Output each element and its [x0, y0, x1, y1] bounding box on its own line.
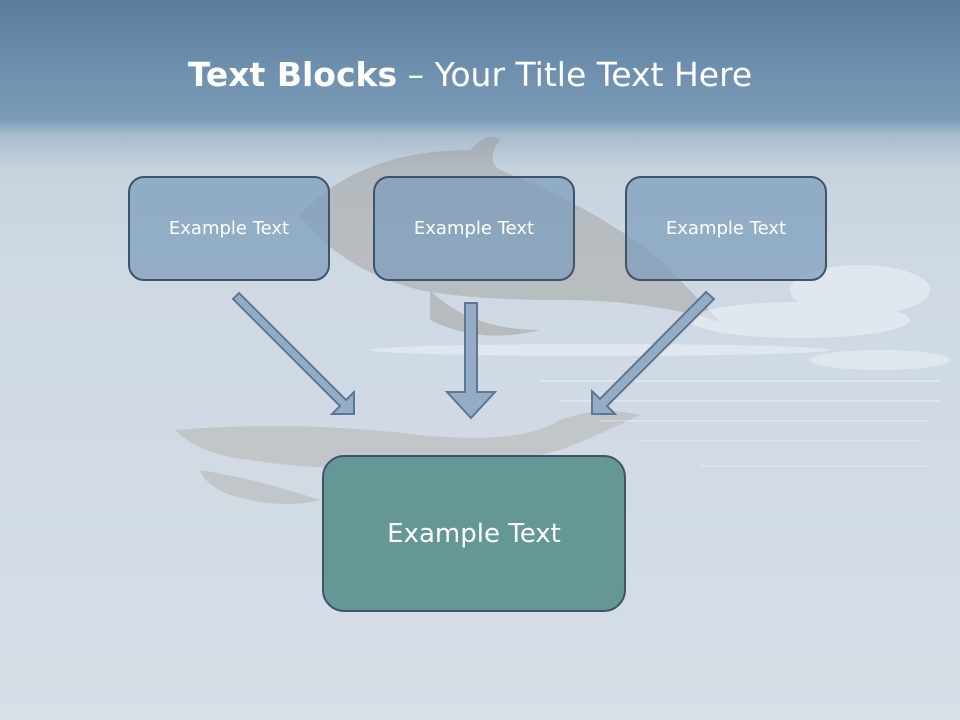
text-block-1[interactable]: Example Text	[128, 176, 330, 281]
text-block-2[interactable]: Example Text	[373, 176, 575, 281]
text-block-main[interactable]: Example Text	[322, 455, 626, 612]
title-rest-part: – Your Title Text Here	[397, 55, 753, 94]
text-block-main-label: Example Text	[387, 518, 561, 549]
text-block-3[interactable]: Example Text	[625, 176, 827, 281]
text-block-1-label: Example Text	[168, 218, 290, 239]
text-block-2-label: Example Text	[413, 218, 535, 239]
title-bold-part: Text Blocks	[187, 55, 398, 94]
text-block-3-label: Example Text	[665, 218, 787, 239]
slide-title: Text Blocks – Your Title Text Here	[0, 52, 940, 98]
